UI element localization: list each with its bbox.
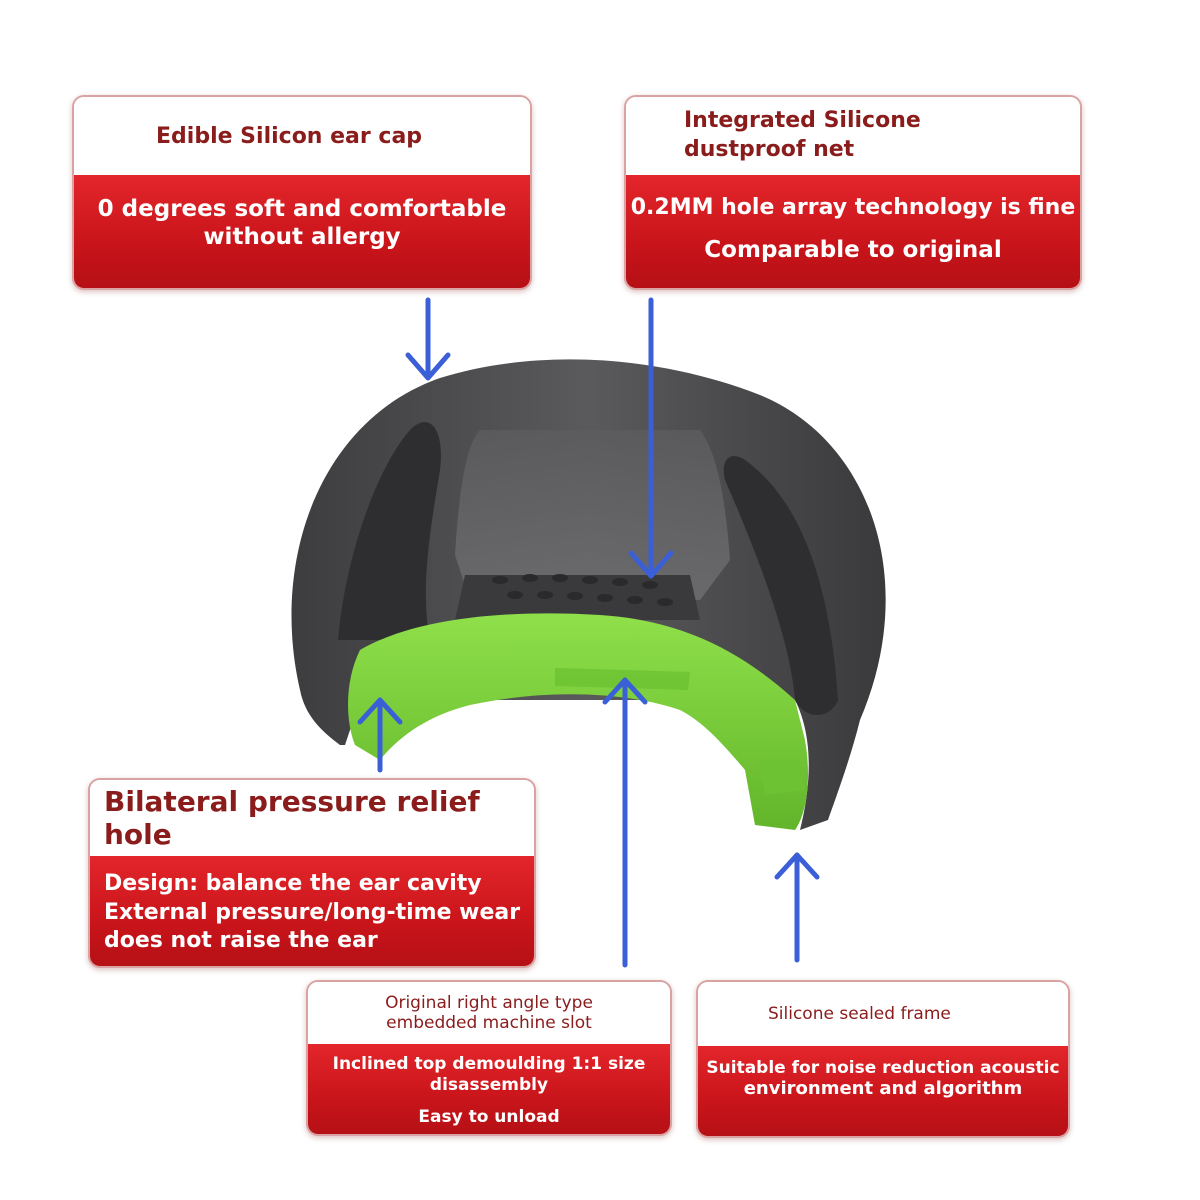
callout-pressure-heading: Bilateral pressure relief hole <box>90 780 534 856</box>
callout-ear-cap-heading: Edible Silicon ear cap <box>74 97 530 175</box>
pressure-line-2: External pressure/long-time wear <box>104 899 521 925</box>
slot-line-1: Inclined top demoulding 1:1 size <box>332 1054 646 1075</box>
arrow-sealed-frame <box>774 852 820 963</box>
frame-line-2: environment and algorithm <box>743 1078 1023 1100</box>
callout-slot-heading: Original right angle type embedded machi… <box>308 982 670 1044</box>
green-sealed-frame <box>348 613 809 830</box>
ear-cap-line-2: without allergy <box>203 223 401 250</box>
callout-dustproof-heading: Integrated Silicone dustproof net <box>626 97 1080 175</box>
callout-frame-heading: Silicone sealed frame <box>698 982 1068 1046</box>
frame-heading-text: Silicone sealed frame <box>768 1004 951 1024</box>
ear-cap-heading-text: Edible Silicon ear cap <box>156 123 423 149</box>
arrow-machine-slot <box>602 677 648 968</box>
dustproof-line-1: 0.2MM hole array technology is fine <box>630 194 1076 220</box>
callout-frame-body: Suitable for noise reduction acoustic en… <box>698 1046 1068 1136</box>
frame-line-1: Suitable for noise reduction acoustic <box>706 1058 1060 1078</box>
dustproof-line-2: Comparable to original <box>704 236 1002 263</box>
callout-dustproof-net: Integrated Silicone dustproof net 0.2MM … <box>624 95 1082 290</box>
callout-slot-body: Inclined top demoulding 1:1 size disasse… <box>308 1044 670 1134</box>
pressure-heading-text: Bilateral pressure relief hole <box>104 785 480 851</box>
callout-sealed-frame: Silicone sealed frame Suitable for noise… <box>696 980 1070 1138</box>
callout-ear-cap: Edible Silicon ear cap 0 degrees soft an… <box>72 95 532 290</box>
callout-ear-cap-body: 0 degrees soft and comfortable without a… <box>74 175 530 288</box>
dustproof-mesh <box>455 574 700 620</box>
callout-dustproof-body: 0.2MM hole array technology is fine Comp… <box>626 175 1080 288</box>
callout-pressure-relief: Bilateral pressure relief hole Design: b… <box>88 778 536 968</box>
arrow-ear-cap <box>405 297 451 381</box>
pressure-line-1: Design: balance the ear cavity <box>104 871 482 897</box>
slot-heading-line-1: Original right angle type <box>385 992 593 1013</box>
ear-cap-line-1: 0 degrees soft and comfortable <box>97 195 507 222</box>
slot-line-2: disassembly <box>429 1075 549 1096</box>
dustproof-heading-line-2: dustproof net <box>684 137 855 162</box>
slot-heading-line-2: embedded machine slot <box>386 1013 592 1033</box>
pressure-line-3: does not raise the ear <box>104 928 378 954</box>
arrow-pressure-relief <box>357 697 403 773</box>
callout-machine-slot: Original right angle type embedded machi… <box>306 980 672 1136</box>
arrow-dustproof-net <box>628 297 674 579</box>
slot-line-3: Easy to unload <box>418 1106 560 1127</box>
callout-pressure-body: Design: balance the ear cavity External … <box>90 856 534 966</box>
dustproof-heading-line-1: Integrated Silicone <box>684 108 921 134</box>
